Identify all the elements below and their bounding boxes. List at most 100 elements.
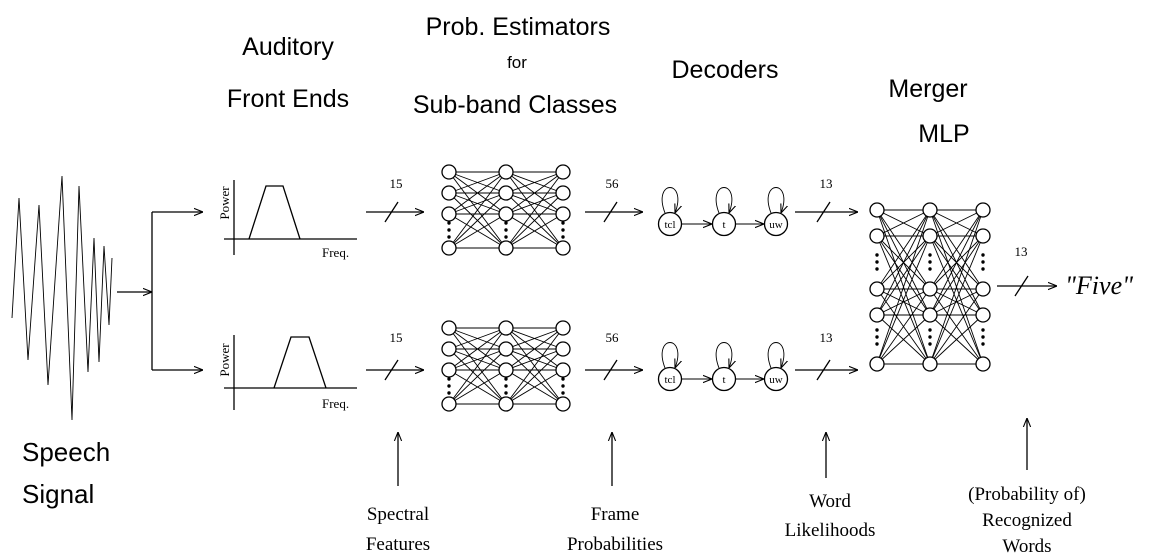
ellipsis-dot <box>504 391 508 395</box>
network-connection <box>505 348 564 405</box>
network-connection <box>448 171 507 215</box>
network-node <box>922 307 938 323</box>
ellipsis-dot <box>981 328 985 332</box>
count-output: 13 <box>1015 244 1028 259</box>
ellipsis-dot <box>447 221 451 225</box>
network-node <box>869 356 885 372</box>
hmm-state-label: t <box>722 374 725 386</box>
network-connection <box>929 288 984 365</box>
ellipsis-dot <box>561 384 565 388</box>
count-arrows: 15 15 56 56 13 13 13 <box>366 176 1057 381</box>
network-connection <box>929 235 984 316</box>
network-node <box>555 341 571 357</box>
network-connection <box>876 314 931 365</box>
ellipsis-dot <box>561 391 565 395</box>
network-connection <box>929 209 984 290</box>
network-node <box>922 281 938 297</box>
ellipsis-dot <box>447 235 451 239</box>
network-node <box>498 164 514 180</box>
merger-mlp <box>869 202 991 372</box>
ellipsis-dot <box>928 328 932 332</box>
network-node <box>441 185 457 201</box>
network-node <box>555 185 571 201</box>
network-node <box>975 356 991 372</box>
subband-mlp-bottom <box>441 320 571 412</box>
network-connection <box>505 171 564 249</box>
network-connection <box>929 314 984 365</box>
count-features-bottom: 15 <box>390 330 403 345</box>
speech-label-line2: Signal <box>22 479 94 509</box>
network-node <box>869 281 885 297</box>
network-node <box>441 240 457 256</box>
ellipsis-dot <box>981 342 985 346</box>
hmm-state <box>763 366 789 392</box>
header-estimators-line2: for <box>507 53 527 72</box>
network-connection <box>505 327 564 350</box>
network-node <box>869 307 885 323</box>
network-connection <box>448 192 507 215</box>
ellipsis-dot <box>561 377 565 381</box>
network-connection <box>876 288 931 365</box>
network-connection <box>448 348 507 371</box>
network-node <box>498 396 514 412</box>
network-node <box>441 341 457 357</box>
hmm-state-label: uw <box>769 219 783 231</box>
ellipsis-dot <box>561 221 565 225</box>
ellipsis-dot <box>447 377 451 381</box>
network-connection <box>448 171 507 249</box>
network-node <box>975 281 991 297</box>
hmm-state <box>711 366 737 392</box>
network-node <box>441 362 457 378</box>
ellipsis-dot <box>928 253 932 257</box>
ellipsis-dot <box>928 260 932 264</box>
network-node <box>555 240 571 256</box>
network-node <box>441 206 457 222</box>
label-recog-line3: Words <box>1002 536 1051 556</box>
header-merger-line1: Merger <box>888 75 967 103</box>
network-node <box>975 228 991 244</box>
network-connection <box>448 192 507 249</box>
ellipsis-dot <box>875 335 879 339</box>
filter-top-xlabel: Freq. <box>322 245 349 260</box>
label-recog-line2: Recognized <box>982 510 1072 531</box>
self-loop-arrow <box>661 187 678 214</box>
hmm-state <box>657 366 683 392</box>
network-connection <box>448 327 507 371</box>
network-connection <box>929 209 984 316</box>
network-connection <box>876 235 931 316</box>
ellipsis-dot <box>981 253 985 257</box>
network-node <box>498 206 514 222</box>
ellipsis-dot <box>447 391 451 395</box>
ellipsis-dot <box>981 267 985 271</box>
network-node <box>869 228 885 244</box>
network-connection <box>448 327 507 405</box>
ellipsis-dot <box>875 253 879 257</box>
network-node <box>498 320 514 336</box>
bottom-labels: Spectral Features Frame Probabilities Wo… <box>366 484 1086 556</box>
label-recog-line1: (Probability of) <box>968 484 1086 505</box>
network-connection <box>876 209 931 365</box>
hmm-state-label: tcl <box>665 219 676 231</box>
hmm-state <box>711 211 737 237</box>
network-node <box>922 202 938 218</box>
ellipsis-dot <box>561 235 565 239</box>
header-front-ends-line1: Auditory <box>242 33 334 61</box>
network-connection <box>876 209 931 290</box>
network-node <box>498 362 514 378</box>
network-connection <box>505 171 564 194</box>
network-node <box>498 185 514 201</box>
count-frame-probs-bottom: 56 <box>606 330 620 345</box>
filter-plot-top: Power Freq. <box>217 180 357 260</box>
network-node <box>922 228 938 244</box>
count-features-top: 15 <box>390 176 403 191</box>
network-node <box>975 307 991 323</box>
ellipsis-dot <box>504 221 508 225</box>
network-node <box>555 206 571 222</box>
ellipsis-dot <box>928 342 932 346</box>
network-node <box>498 240 514 256</box>
